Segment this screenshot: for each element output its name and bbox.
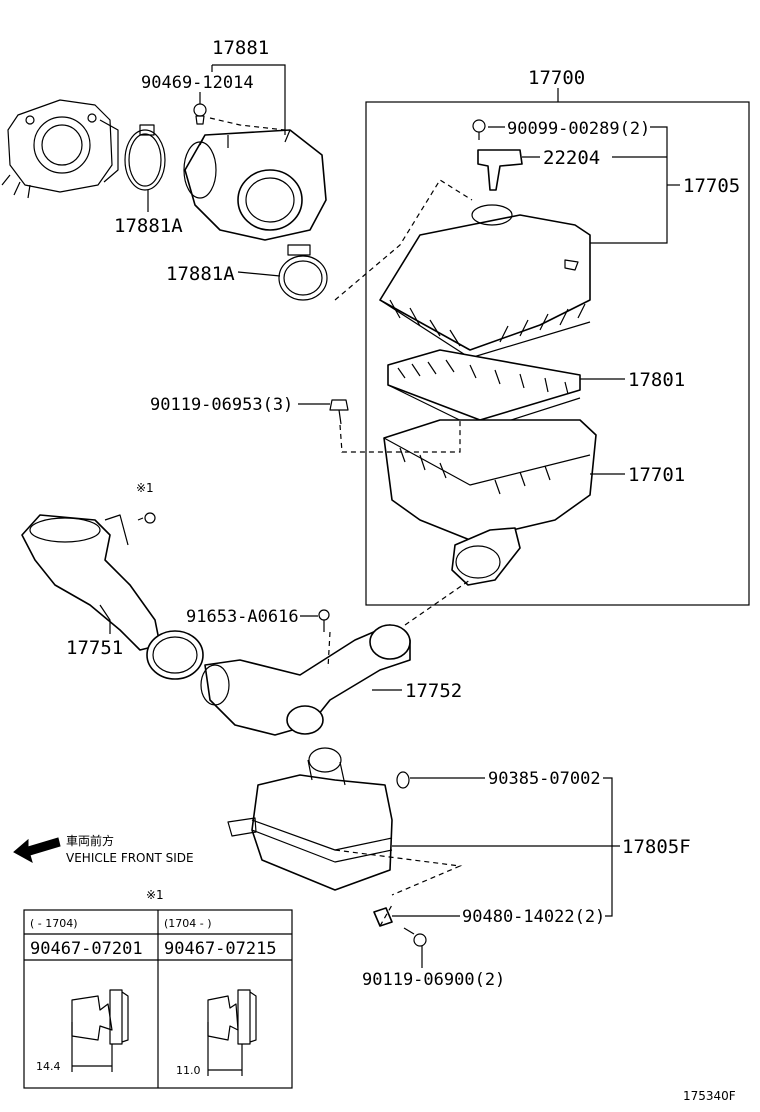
air-cleaner-cap-drawing <box>379 204 591 359</box>
front-arrow-icon <box>13 837 61 864</box>
label-ref-mark: ※1 <box>136 481 154 495</box>
vehicle-front-en: VEHICLE FRONT SIDE <box>66 851 194 865</box>
inlet-duct-17751-drawing <box>21 514 204 680</box>
label-17805f: 17805F <box>622 836 691 858</box>
label-17700: 17700 <box>528 67 585 89</box>
clip-ref-drawing <box>137 512 156 524</box>
table-col1-range: ( - 1704) <box>30 917 78 930</box>
label-22204: 22204 <box>543 147 600 169</box>
label-90469-12014: 90469-12014 <box>141 73 254 93</box>
intake-hose-17752-drawing <box>200 624 411 736</box>
label-17881a-lower: 17881A <box>166 263 235 285</box>
bolt-90099-drawing <box>472 119 486 140</box>
maf-sensor-drawing <box>477 149 523 191</box>
vehicle-front-jp: 車両前方 <box>66 833 114 848</box>
table-col2-range: (1704 - ) <box>164 917 212 930</box>
label-17801: 17801 <box>628 369 685 391</box>
diagram-id: 175340F <box>683 1089 736 1103</box>
table-col1-part: 90467-07201 <box>30 939 143 959</box>
resonator-drawing <box>227 747 393 891</box>
bolt-91653-drawing <box>318 609 330 632</box>
grommet-90385-drawing <box>396 771 410 789</box>
clip-reference-table: ※1 ( - 1704) (1704 - ) 90467-07201 90467… <box>23 888 293 1089</box>
filter-element-drawing <box>387 349 581 431</box>
table-col2-dim: 11.0 <box>176 1064 201 1077</box>
hose-clamp-lower-drawing <box>278 244 328 301</box>
table-col2-part: 90467-07215 <box>164 939 277 959</box>
label-90119-06900: 90119-06900(2) <box>362 970 505 990</box>
bolt-90119-06953-drawing <box>329 399 349 425</box>
label-90099-00289: 90099-00289(2) <box>507 119 650 139</box>
label-90385-07002: 90385-07002 <box>488 769 601 789</box>
clip-90469-drawing <box>193 103 207 125</box>
hose-clamp-upper-drawing <box>124 124 166 191</box>
grommet-90480-drawing <box>373 907 393 927</box>
label-91653-a0616: 91653-A0616 <box>186 607 299 627</box>
label-17881: 17881 <box>212 37 269 59</box>
label-90480-14022: 90480-14022(2) <box>462 907 605 927</box>
label-17701: 17701 <box>628 464 685 486</box>
throttle-body-drawing <box>1 99 119 199</box>
table-col1-dim: 14.4 <box>36 1060 61 1073</box>
label-17752: 17752 <box>405 680 462 702</box>
bolt-90119-06900-drawing <box>403 927 427 947</box>
label-17705: 17705 <box>683 175 740 197</box>
assembly-dashed-lines <box>209 117 473 927</box>
label-17881a-upper: 17881A <box>114 215 183 237</box>
intake-adapter-drawing <box>183 129 327 241</box>
label-90119-06953: 90119-06953(3) <box>150 395 293 415</box>
label-17751: 17751 <box>66 637 123 659</box>
table-ref-mark: ※1 <box>146 888 164 902</box>
leader-lines <box>99 64 680 968</box>
air-cleaner-case-drawing <box>383 419 597 586</box>
